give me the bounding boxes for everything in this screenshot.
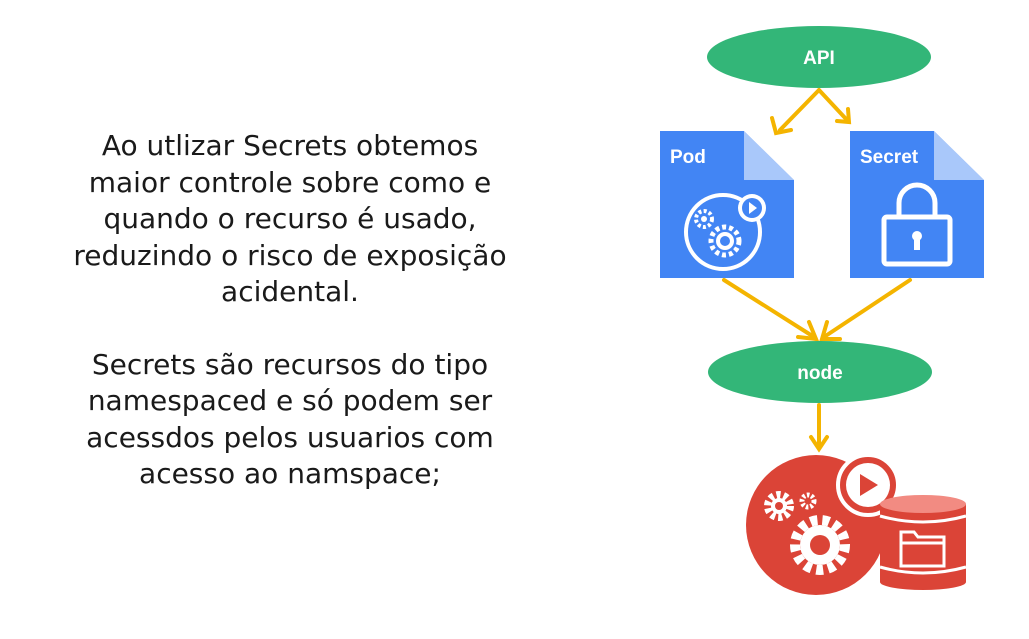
arrows-to-node [722, 278, 912, 342]
database-icon [879, 495, 967, 590]
lock-icon [881, 182, 953, 267]
arrowhead-api-secret [835, 107, 852, 125]
secret-document: Secret [850, 131, 984, 278]
play-badge-icon [836, 453, 900, 517]
big-gear-icon [790, 515, 850, 575]
workload-volume-icon [746, 453, 967, 595]
arrow-pod-to-node [722, 278, 816, 339]
arrowhead-secret-node [819, 320, 842, 341]
folder-icon [899, 530, 946, 568]
api-label: API [803, 48, 835, 69]
arrowhead-api-pod [770, 116, 793, 136]
node-ellipse: node [708, 341, 932, 403]
pod-document: Pod [660, 131, 794, 278]
small-gear-icon [764, 491, 794, 521]
tiny-gear-icon [799, 492, 817, 510]
pod-label: Pod [670, 147, 706, 168]
arrow-api-to-secret [817, 88, 849, 122]
paragraph-secrets-control: Ao utlizar Secrets obtemos maior control… [73, 129, 507, 308]
api-node: API [707, 26, 931, 88]
description-text: Ao utlizar Secrets obtemos maior control… [30, 128, 550, 493]
pod-gears-icon [684, 193, 766, 271]
arrowhead-pod-node [796, 320, 820, 342]
arrow-node-to-workload [809, 403, 829, 453]
node-label: node [797, 363, 842, 384]
arrows-api [770, 88, 852, 136]
arrow-api-to-pod [778, 88, 821, 132]
secret-label: Secret [860, 147, 919, 168]
arrow-secret-to-node [822, 278, 912, 339]
paragraph-secrets-namespaced: Secrets são recursos do tipo namespaced … [86, 347, 494, 491]
